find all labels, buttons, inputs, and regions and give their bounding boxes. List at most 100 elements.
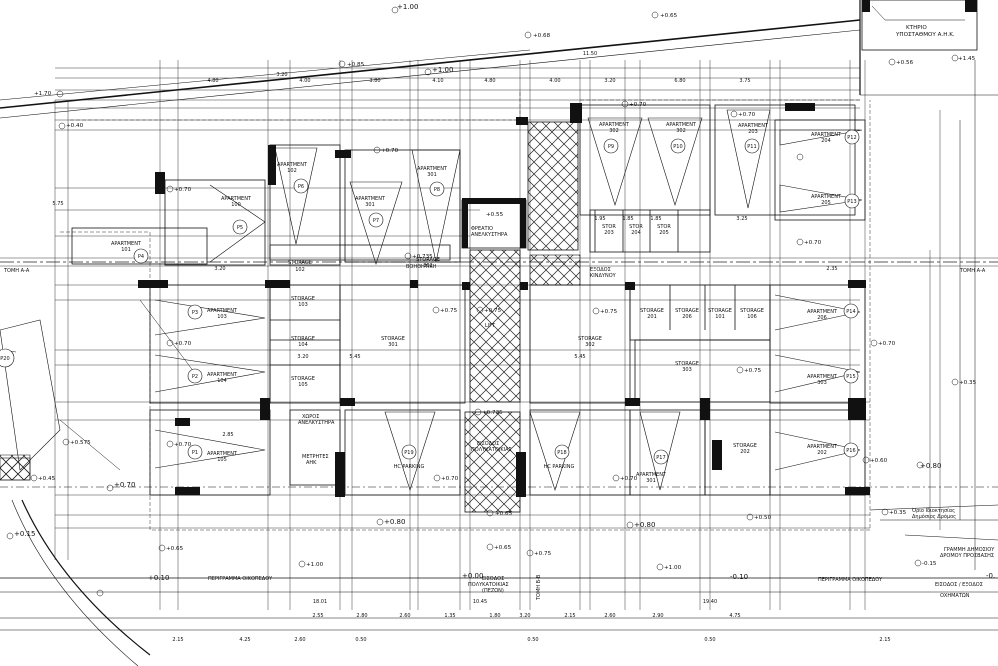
- dimension-texts: 4.80 3.20 4.00 3.80 4.10 4.80 4.00 3.20 …: [52, 51, 890, 643]
- apt-103-label: APARTMENT: [207, 308, 238, 314]
- level-11: +0.70: [738, 112, 756, 118]
- dim-bot-3: 2.60: [294, 637, 305, 643]
- level-2: +0.85: [347, 62, 365, 68]
- dim-top-5: 4.10: [432, 78, 443, 84]
- stor-205-label: STOR: [657, 224, 671, 230]
- storage-202-number: 202: [740, 449, 750, 455]
- level-16: +0.75: [440, 308, 458, 314]
- apt-202-number: 202: [817, 450, 827, 456]
- dim-top-4: 3.80: [369, 78, 380, 84]
- dim-top-6: 4.80: [484, 78, 495, 84]
- level-27: +0.60: [870, 458, 888, 464]
- dim-bot-4: 2.55: [312, 613, 323, 619]
- parking-p6: P6: [298, 184, 304, 190]
- storage-301b-number: 301: [388, 342, 398, 348]
- meters-2: ΑΗΚ: [306, 460, 317, 466]
- level-30: +0.70: [620, 476, 638, 482]
- storage-106-number: 106: [747, 314, 757, 320]
- parking-p3: P3: [192, 310, 198, 316]
- level-9: +0.70: [629, 102, 647, 108]
- storage-101-label: STORAGE: [708, 308, 732, 314]
- level-markers: [6, 6, 959, 597]
- level-32: +0.80: [384, 518, 405, 526]
- corridor-lift-1: ΧΩΡΟΣ: [302, 414, 319, 420]
- level-15: +0.70: [804, 240, 822, 246]
- dim-top-2: 3.20: [276, 72, 287, 78]
- level-18: +0.75: [600, 309, 618, 315]
- dim-bot-10: 3.20: [519, 613, 530, 619]
- dim-sub-1: 18.01: [313, 599, 327, 605]
- dim-inner-8: 2.85: [222, 432, 233, 438]
- parking-p8: P8: [434, 187, 440, 193]
- apt-302b-number: 302: [676, 128, 686, 134]
- storage-104-label: STORAGE: [291, 336, 315, 342]
- apt-100-label: APARTMENT: [221, 196, 252, 202]
- level-34: +0.65: [495, 511, 513, 517]
- level-33: +0.80: [634, 521, 655, 529]
- level-45: -0.10: [730, 573, 748, 581]
- parking-p5: P5: [237, 225, 243, 231]
- level-31: +0.70: [114, 481, 135, 489]
- storage-201-number: 201: [647, 314, 657, 320]
- exit-emergency-2: ΚΙΝΔΥΝΟΥ: [590, 273, 617, 279]
- dim-side-l: 5.75: [52, 201, 63, 207]
- section-aa-right: ΤΟΜΗ Α-Α: [959, 268, 986, 274]
- apt-100-number: 100: [231, 202, 241, 208]
- apt-206-number: 206: [817, 315, 827, 321]
- level-29: +0.70: [441, 476, 459, 482]
- parking-p14: P14: [846, 309, 855, 315]
- storage-206-label: STORAGE: [675, 308, 699, 314]
- lift-shaft-2: ΑΝΕΛΚΥΣΤΗΡΑ: [471, 232, 508, 238]
- apt-204-label: APARTMENT: [811, 132, 842, 138]
- dim-bot-7: 2.60: [399, 613, 410, 619]
- level-23: +0.575: [70, 440, 91, 446]
- dim-top-10: 3.75: [739, 78, 750, 84]
- dim-bot-17: 0.50: [704, 637, 715, 643]
- level-values: +1.00 +0.85 +0.68 +0.65 +1.70 +0.40 +1.0…: [14, 3, 995, 582]
- vehicle-entry-2: ΟΧΗΜΑΤΩΝ: [940, 593, 970, 599]
- level-35: +0.50: [754, 515, 772, 521]
- storage-303-label: STORAGE: [675, 361, 699, 367]
- boundary-note-2: Δημόσιος Δρόμος: [912, 513, 956, 520]
- level-21: +0.75: [744, 368, 762, 374]
- parking-p18: P18: [557, 450, 566, 456]
- storage-103-number: 103: [298, 302, 308, 308]
- dim-top-7: 4.00: [549, 78, 560, 84]
- apt-303-label: APARTMENT: [807, 374, 838, 380]
- lift-shaft-1: ΦΡΕΑΤΙΟ: [471, 226, 493, 232]
- level-41: +0.75: [534, 551, 552, 557]
- dim-bot-14: 2.90: [652, 613, 663, 619]
- dim-bot-9: 1.80: [489, 613, 500, 619]
- entrance-ped-2: ΠΟΛΥΚΑΤΟΙΚΙΑΣ: [468, 582, 509, 588]
- dim-side-r2: 3.20: [214, 266, 225, 272]
- columns: [138, 103, 870, 497]
- parking-p10: P10: [673, 144, 682, 150]
- parking-numbers: [0, 129, 860, 465]
- corridor-lift-2: ΑΝΕΛΚΥΣΤΗΡΑ: [298, 420, 335, 426]
- storage-105-label: STORAGE: [291, 376, 315, 382]
- apt-302-label: APARTMENT: [599, 122, 630, 128]
- storage-206-number: 206: [682, 314, 692, 320]
- apt-205-label: APARTMENT: [811, 194, 842, 200]
- dim-bot-1: 2.15: [172, 637, 183, 643]
- stor-203-number: 203: [604, 230, 614, 236]
- dim-inner-6: 3.20: [297, 354, 308, 360]
- storage-303-number: 303: [682, 367, 692, 373]
- level-25: +0.45: [38, 476, 56, 482]
- stor-204-label: STOR: [629, 224, 643, 230]
- storage-201-label: STORAGE: [640, 308, 664, 314]
- apt-105-label: APARTMENT: [207, 451, 238, 457]
- parking-p19: P19: [404, 450, 413, 456]
- parking-p11: P11: [747, 144, 756, 150]
- level-39: +1.00: [306, 562, 324, 568]
- stor-204-number: 204: [631, 230, 641, 236]
- parking-number-labels: P4 P1 P2 P3 P5 P6 P7 P8 P9 P10 P11 P12 P…: [0, 135, 856, 461]
- level-17: +0.75: [484, 308, 502, 314]
- parking-p15: P15: [846, 374, 855, 380]
- storage-301-label: STORAGE: [416, 257, 440, 263]
- aux-room: ΒΟΗΘΗΤΙΚΗ: [406, 264, 437, 270]
- apt-103-number: 103: [217, 314, 227, 320]
- parking-p12: P12: [847, 135, 856, 141]
- dim-inner-7: 5.45: [574, 354, 585, 360]
- level-47: -0.: [986, 572, 995, 580]
